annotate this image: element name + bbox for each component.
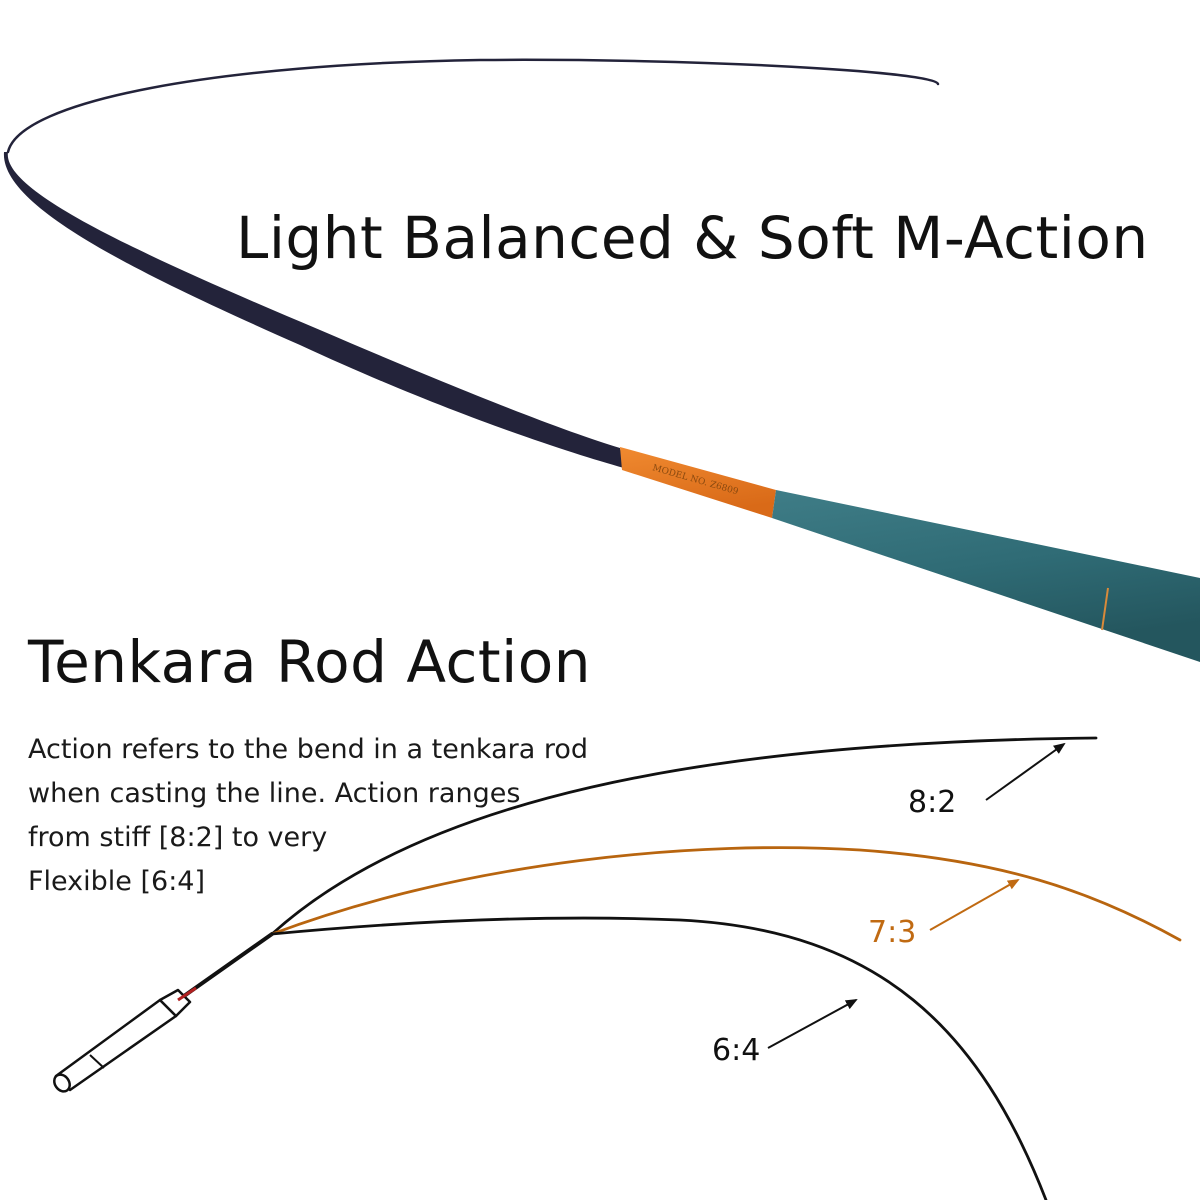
arrow-8-2 xyxy=(985,742,1066,801)
description-line: Action refers to the bend in a tenkara r… xyxy=(28,734,589,765)
description-line: when casting the line. Action ranges xyxy=(28,778,521,809)
action-curve-7-3 xyxy=(270,846,1182,942)
label-6-4: 6:4 xyxy=(712,1033,760,1068)
label-7-3: 7:3 xyxy=(868,915,916,950)
rod-model-band xyxy=(620,447,776,518)
rod-handle xyxy=(53,932,274,1093)
action-curve-6-4 xyxy=(270,916,1048,1200)
action-curve-8-2 xyxy=(270,736,1098,936)
rod-ring xyxy=(1101,587,1109,631)
rod-butt-section xyxy=(772,490,1200,662)
label-8-2: 8:2 xyxy=(908,785,956,820)
arrow-7-3 xyxy=(929,879,1020,931)
action-description: Action refers to the bend in a tenkara r… xyxy=(28,728,588,904)
rod-tip-line xyxy=(6,58,940,154)
description-line: from stiff [8:2] to very xyxy=(28,822,328,853)
arrow-6-4 xyxy=(767,999,858,1049)
rod-tip-section xyxy=(3,152,624,468)
headline-rod-action: Tenkara Rod Action xyxy=(28,628,592,696)
description-line: Flexible [6:4] xyxy=(28,866,206,897)
headline-light-balanced: Light Balanced & Soft M-Action xyxy=(236,204,1149,272)
